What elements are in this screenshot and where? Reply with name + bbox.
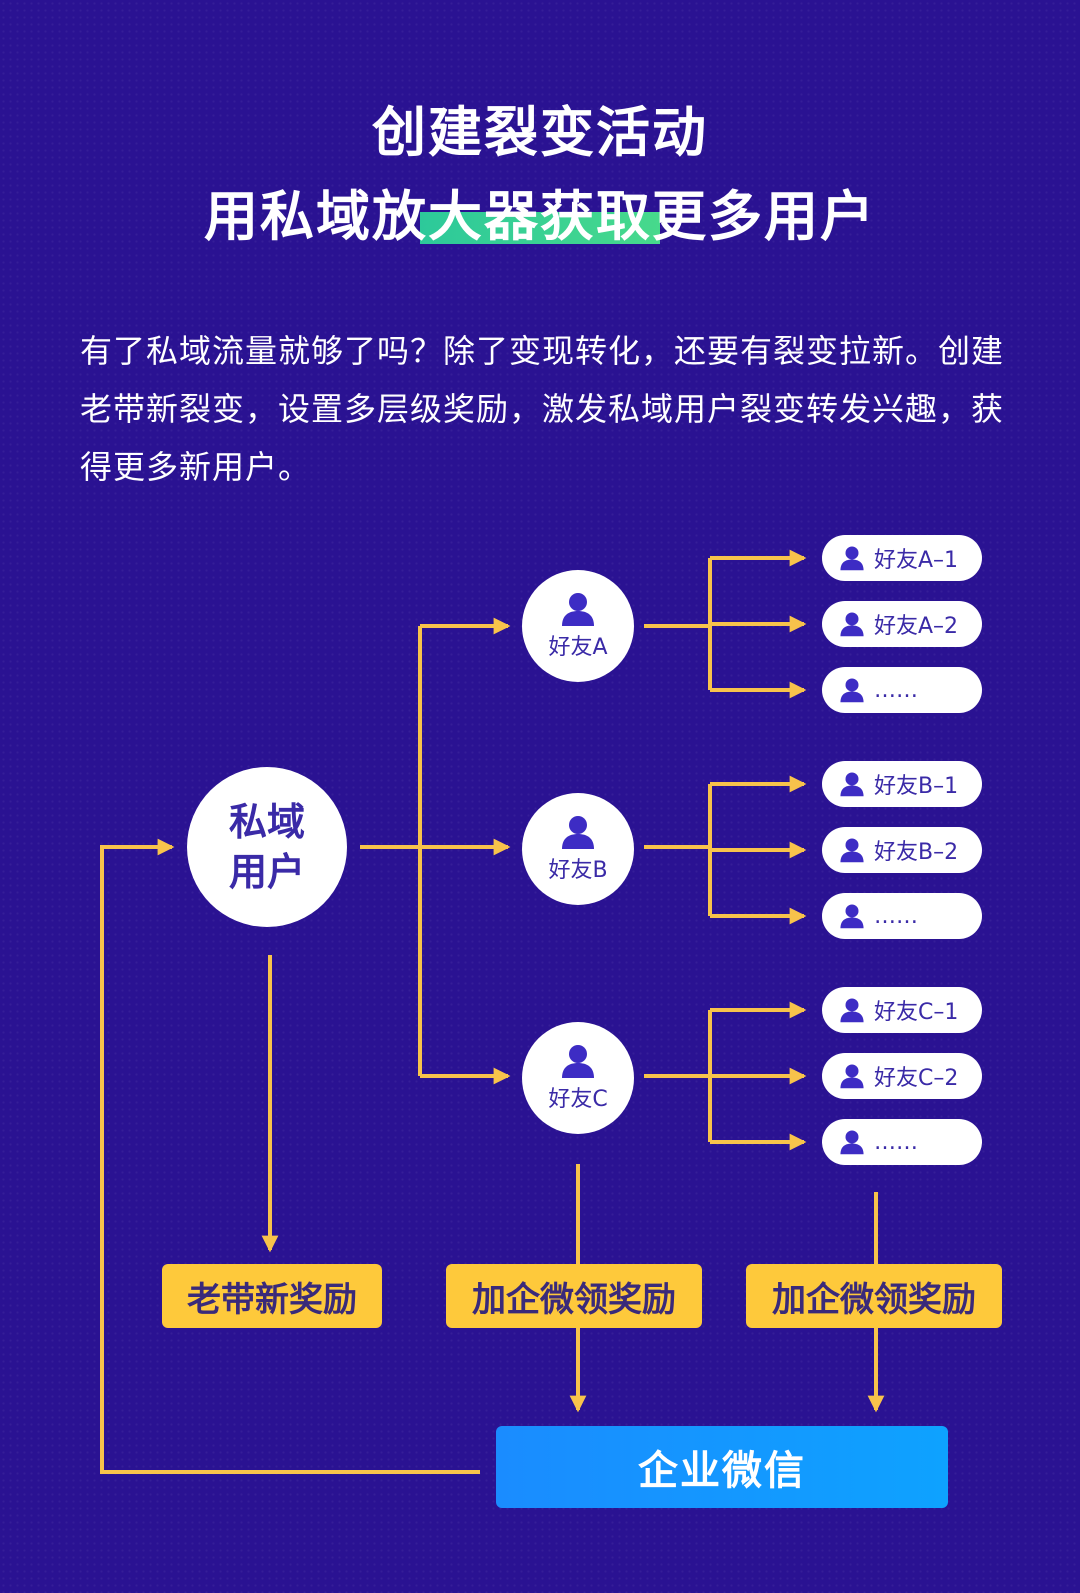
pill-label: …… (874, 903, 918, 929)
person-icon (840, 1130, 864, 1155)
person-icon (840, 678, 864, 703)
person-icon (562, 593, 594, 626)
friend-b-node: 好友B (522, 793, 634, 905)
private-domain-user-node: 私域用户 (187, 767, 347, 927)
person-icon (840, 1064, 864, 1089)
person-icon (840, 998, 864, 1023)
pill-c3: …… (822, 1119, 982, 1165)
friend-c-label: 好友C (548, 1087, 608, 1112)
pill-b1: 好友B–1 (822, 761, 982, 807)
main-node-label: 私域用户 (228, 800, 305, 894)
friend-c-node: 好友C (522, 1022, 634, 1134)
page-subtitle: 用私域放大器获取更多用户 (204, 185, 876, 248)
pill-label: 好友A–1 (874, 548, 959, 573)
intro-text: 有了私域流量就够了吗？除了变现转化，还要有裂变拉新。创建老带新裂变，设置多层级奖… (80, 332, 1005, 486)
title-highlight (420, 212, 660, 244)
pill-c2: 好友C–2 (822, 1053, 982, 1099)
wechat-work-box: 企业微信 (496, 1426, 948, 1508)
pill-label: 好友A–2 (874, 614, 959, 639)
pill-label: 好友C–1 (874, 1000, 959, 1025)
person-icon (840, 838, 864, 863)
pill-c1: 好友C–1 (822, 987, 982, 1033)
pill-label: 好友B–1 (874, 774, 959, 799)
person-icon (840, 772, 864, 797)
person-icon (840, 612, 864, 637)
pill-a2: 好友A–2 (822, 601, 982, 647)
person-icon (840, 546, 864, 571)
friend-b-label: 好友B (548, 858, 608, 883)
pill-a1: 好友A–1 (822, 535, 982, 581)
person-icon (562, 816, 594, 849)
pill-b2: 好友B–2 (822, 827, 982, 873)
page-title: 创建裂变活动 (372, 101, 708, 164)
pill-label: 好友C–2 (874, 1066, 959, 1091)
loop-arrow (100, 838, 480, 1474)
wechat-reward-box-2: 加企微领奖励 (746, 1264, 1002, 1328)
person-icon (840, 904, 864, 929)
wechat-reward-box-1: 加企微领奖励 (446, 1264, 702, 1328)
pill-label: …… (874, 677, 918, 703)
pill-label: …… (874, 1129, 918, 1155)
pill-a3: …… (822, 667, 982, 713)
pill-label: 好友B–2 (874, 840, 959, 865)
referral-reward-box: 老带新奖励 (162, 1264, 382, 1328)
person-icon (562, 1045, 594, 1078)
friend-a-node: 好友A (522, 570, 634, 682)
friend-a-label: 好友A (548, 635, 608, 660)
pill-b3: …… (822, 893, 982, 939)
